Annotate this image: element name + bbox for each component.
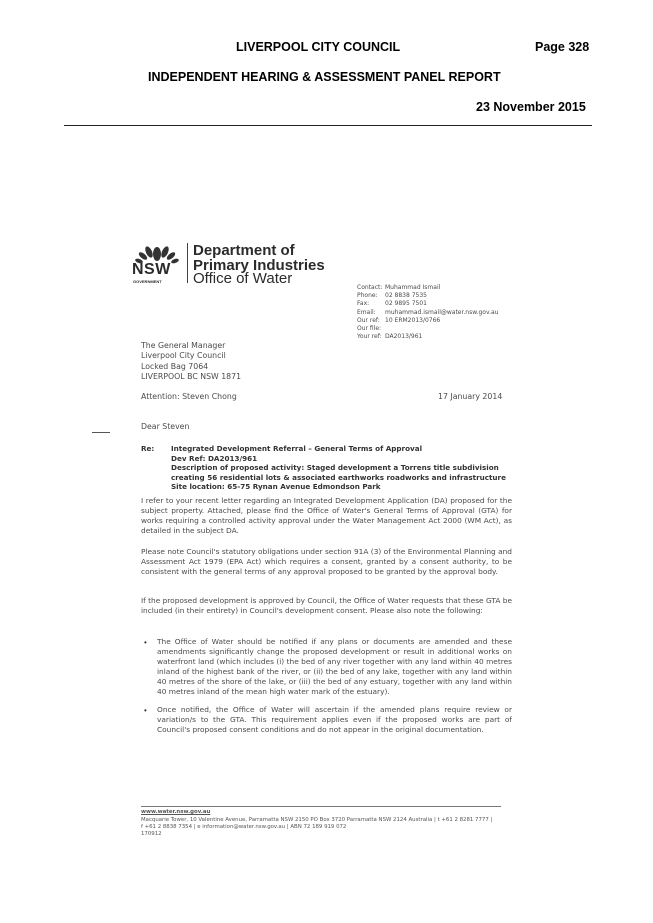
bullet-item-1: The Office of Water should be notified i… [157,637,512,697]
nsw-wordmark: NSW [132,261,171,278]
re-line: Integrated Development Referral – Genera… [171,444,423,453]
contact-row: Contact:Muhammad Ismail [357,284,441,291]
body-paragraph-2: Please note Council's statutory obligati… [141,547,512,577]
dept-name-line3: Office of Water [193,270,293,287]
body-paragraph-3: If the proposed development is approved … [141,596,512,616]
re-line: Dev Ref: DA2013/961 [171,453,258,463]
salutation: Dear Steven [141,422,190,431]
letter-date: 17 January 2014 [438,392,503,401]
re-label: Re: [141,444,155,453]
re-line: creating 56 residential lots & associate… [171,472,506,482]
attention-line: Attention: Steven Chong [141,392,237,401]
contact-row: Our file: [357,325,382,333]
bullet-item-2: Once notified, the Office of Water will … [157,705,512,735]
margin-mark [92,432,110,433]
council-name: LIVERPOOL CITY COUNCIL [236,40,401,54]
footer-address: Macquarie Tower, 10 Valentine Avenue, Pa… [141,817,493,823]
addressee-block: The General Manager Liverpool City Counc… [141,341,241,383]
body-paragraph-1: I refer to your recent letter regarding … [141,496,512,536]
address-line: LIVERPOOL BC NSW 1871 [141,372,242,382]
footer-code: 170912 [141,831,162,837]
re-line: Site location: 65-75 Rynan Avenue Edmond… [171,482,381,492]
report-date: 23 November 2015 [476,100,586,114]
contact-row: Fax:02 9895 7501 [357,300,427,308]
bullet-marker: • [144,638,147,647]
dept-name-line2: Primary Industries [193,257,325,274]
contact-row: Your ref:DA2013/961 [357,333,423,341]
contact-row: Phone:02 8838 7535 [357,292,427,300]
contact-row: Email:muhammad.ismail@water.nsw.gov.au [357,308,499,316]
address-line: The General Manager [141,341,226,350]
page-number: Page 328 [535,40,590,54]
nsw-waratah-logo [127,240,187,286]
letterhead-divider [187,243,188,283]
footer-website: www.water.nsw.gov.au [141,809,211,815]
waratah-icon [135,246,179,264]
dept-name-line1: Department of [193,242,295,259]
contact-row: Our ref:10 ERM2013/0766 [357,316,441,324]
re-line: Description of proposed activity: Staged… [171,463,499,473]
footer-contact: f +61 2 8838 7354 | e information@water.… [141,824,347,830]
address-line: Locked Bag 7064 [141,361,209,371]
address-line: Liverpool City Council [141,351,226,361]
header-divider [64,125,592,126]
government-wordmark: GOVERNMENT [133,279,162,284]
re-subject-block: Integrated Development Referral – Genera… [171,444,511,492]
report-title: INDEPENDENT HEARING & ASSESSMENT PANEL R… [148,70,501,84]
contact-block: Contact:Muhammad Ismail Phone:02 8838 75… [357,284,498,341]
bullet-marker: • [144,706,147,715]
footer-rule [141,806,501,807]
